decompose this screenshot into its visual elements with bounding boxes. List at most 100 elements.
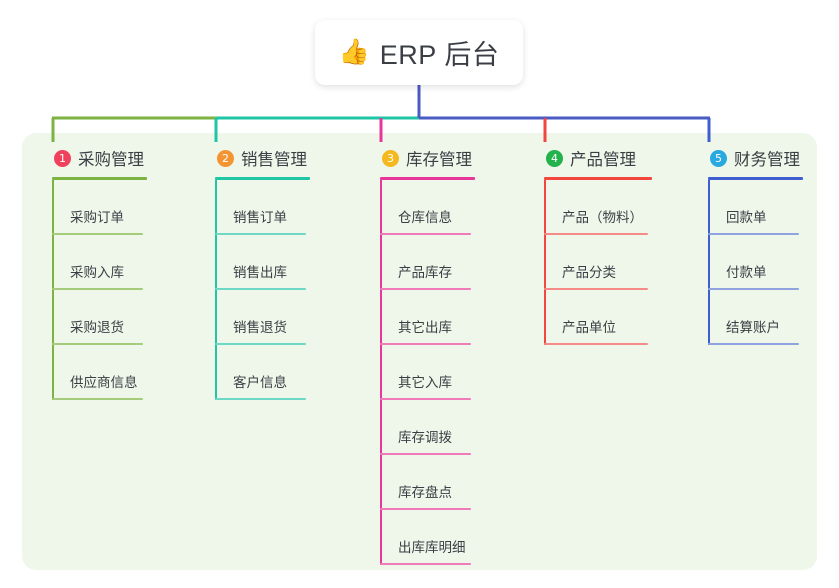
- branch-badge-2: 2: [217, 149, 234, 167]
- leaf-item-label: 仓库信息: [398, 210, 452, 225]
- leaf-item-label: 采购退货: [70, 320, 124, 335]
- branch-header-1[interactable]: 1 采购管理: [36, 145, 181, 171]
- leaf-item[interactable]: 采购退货: [36, 290, 181, 345]
- leaf-item-rule: [544, 343, 648, 345]
- leaf-item[interactable]: 产品（物料）: [528, 180, 673, 235]
- branch-badge-1: 1: [54, 149, 71, 167]
- leaf-item[interactable]: 产品库存: [364, 235, 509, 290]
- leaf-item-label: 销售退货: [233, 320, 287, 335]
- branch-header-rule-5: [708, 177, 803, 180]
- leaf-item-rule: [380, 233, 471, 235]
- leaf-item-rule: [380, 288, 471, 290]
- thumbs-up-icon: 👍: [338, 38, 370, 66]
- leaf-item[interactable]: 库存调拨: [364, 400, 509, 455]
- branch-badge-5: 5: [710, 149, 727, 167]
- branch-header-3[interactable]: 3 库存管理: [364, 145, 509, 171]
- branch-title-5: 财务管理: [734, 151, 800, 169]
- leaf-item[interactable]: 销售出库: [199, 235, 344, 290]
- leaf-item-rule: [380, 398, 471, 400]
- leaf-item-rule: [215, 343, 306, 345]
- leaf-item-rule: [215, 233, 306, 235]
- leaf-item-label: 其它出库: [398, 320, 452, 335]
- branch-header-rule-4: [544, 177, 652, 180]
- leaf-item[interactable]: 回款单: [692, 180, 837, 235]
- leaf-item[interactable]: 出库库明细: [364, 510, 509, 565]
- branch-trunk-2: [215, 180, 217, 400]
- diagram-background-panel: [22, 133, 817, 570]
- leaf-item-rule: [52, 343, 143, 345]
- leaf-item[interactable]: 付款单: [692, 235, 837, 290]
- leaf-item[interactable]: 库存盘点: [364, 455, 509, 510]
- leaf-item-label: 客户信息: [233, 375, 287, 390]
- branch-title-2: 销售管理: [241, 151, 307, 169]
- branch-column-5: 5 财务管理回款单付款单结算账户: [692, 145, 837, 345]
- leaf-item-rule: [380, 453, 471, 455]
- leaf-item-label: 付款单: [726, 265, 767, 280]
- leaf-item-rule: [708, 233, 799, 235]
- branch-title-3: 库存管理: [406, 151, 472, 169]
- root-node[interactable]: 👍 ERP 后台: [315, 20, 523, 85]
- branch-header-rule-3: [380, 177, 475, 180]
- branch-column-1: 1 采购管理采购订单采购入库采购退货供应商信息: [36, 145, 181, 400]
- leaf-item-rule: [708, 343, 799, 345]
- leaf-item[interactable]: 供应商信息: [36, 345, 181, 400]
- branch-column-3: 3 库存管理仓库信息产品库存其它出库其它入库库存调拨库存盘点出库库明细: [364, 145, 509, 565]
- leaf-item[interactable]: 产品分类: [528, 235, 673, 290]
- branch-header-rule-2: [215, 177, 310, 180]
- branch-trunk-1: [52, 180, 54, 400]
- leaf-item-label: 产品单位: [562, 320, 616, 335]
- branch-header-2[interactable]: 2 销售管理: [199, 145, 344, 171]
- leaf-item-rule: [215, 398, 306, 400]
- leaf-item[interactable]: 销售退货: [199, 290, 344, 345]
- branch-header-rule-1: [52, 177, 147, 180]
- branch-badge-3: 3: [382, 149, 399, 167]
- branch-item-list-1: 采购订单采购入库采购退货供应商信息: [36, 180, 181, 400]
- leaf-item-rule: [380, 563, 471, 565]
- leaf-item-label: 库存调拨: [398, 430, 452, 445]
- branch-column-2: 2 销售管理销售订单销售出库销售退货客户信息: [199, 145, 344, 400]
- leaf-item-rule: [215, 288, 306, 290]
- leaf-item[interactable]: 客户信息: [199, 345, 344, 400]
- leaf-item-rule: [544, 233, 648, 235]
- leaf-item[interactable]: 结算账户: [692, 290, 837, 345]
- branch-item-list-5: 回款单付款单结算账户: [692, 180, 837, 345]
- leaf-item-label: 其它入库: [398, 375, 452, 390]
- branch-header-5[interactable]: 5 财务管理: [692, 145, 837, 171]
- leaf-item-label: 销售订单: [233, 210, 287, 225]
- leaf-item[interactable]: 其它入库: [364, 345, 509, 400]
- leaf-item-rule: [544, 288, 648, 290]
- branch-trunk-5: [708, 180, 710, 345]
- leaf-item[interactable]: 仓库信息: [364, 180, 509, 235]
- leaf-item-rule: [380, 508, 471, 510]
- leaf-item[interactable]: 销售订单: [199, 180, 344, 235]
- leaf-item-label: 产品（物料）: [562, 210, 643, 225]
- leaf-item-label: 销售出库: [233, 265, 287, 280]
- leaf-item-rule: [708, 288, 799, 290]
- leaf-item[interactable]: 其它出库: [364, 290, 509, 345]
- leaf-item-label: 供应商信息: [70, 375, 138, 390]
- leaf-item-label: 库存盘点: [398, 485, 452, 500]
- leaf-item-label: 采购订单: [70, 210, 124, 225]
- branch-trunk-4: [544, 180, 546, 345]
- leaf-item-rule: [380, 343, 471, 345]
- leaf-item-label: 采购入库: [70, 265, 124, 280]
- branch-item-list-4: 产品（物料） 产品分类产品单位: [528, 180, 673, 345]
- leaf-item[interactable]: 采购订单: [36, 180, 181, 235]
- branch-title-1: 采购管理: [78, 151, 144, 169]
- root-title: ERP 后台: [379, 40, 500, 70]
- branch-item-list-3: 仓库信息产品库存其它出库其它入库库存调拨库存盘点出库库明细: [364, 180, 509, 565]
- branch-trunk-3: [380, 180, 382, 565]
- leaf-item[interactable]: 产品单位: [528, 290, 673, 345]
- leaf-item[interactable]: 采购入库: [36, 235, 181, 290]
- leaf-item-label: 产品分类: [562, 265, 616, 280]
- leaf-item-label: 结算账户: [726, 320, 780, 335]
- leaf-item-rule: [52, 288, 143, 290]
- leaf-item-label: 出库库明细: [398, 540, 466, 555]
- leaf-item-rule: [52, 398, 143, 400]
- branch-item-list-2: 销售订单销售出库销售退货客户信息: [199, 180, 344, 400]
- leaf-item-label: 回款单: [726, 210, 767, 225]
- leaf-item-rule: [52, 233, 143, 235]
